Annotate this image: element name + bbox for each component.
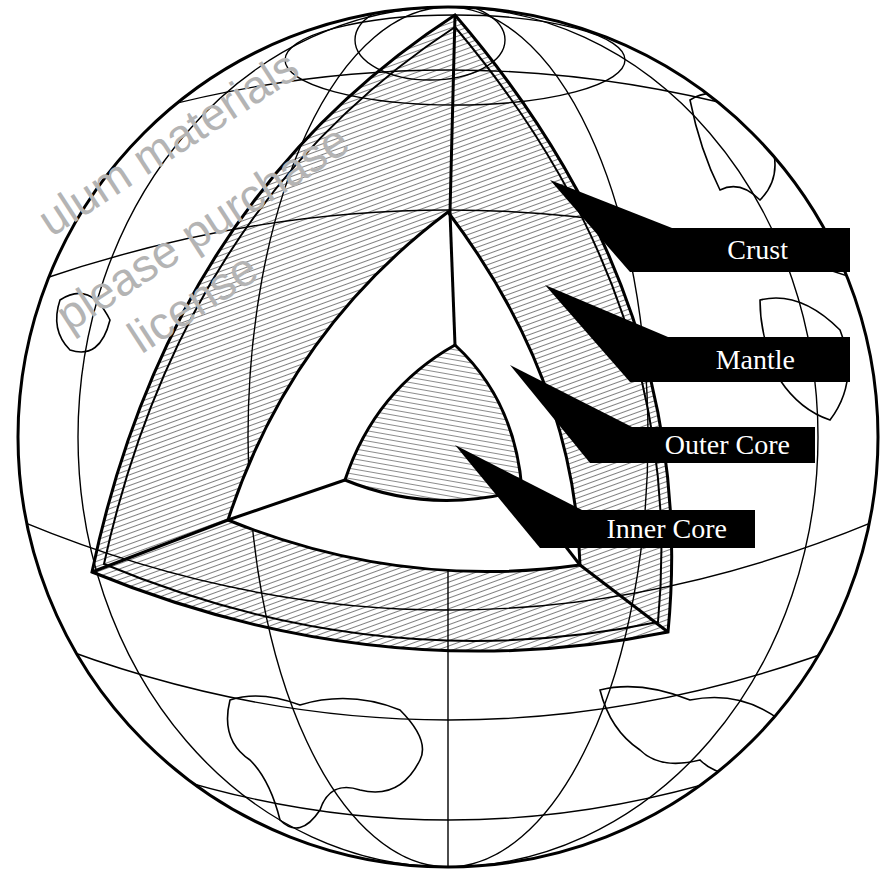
label-box: Outer Core — [590, 427, 815, 463]
layer-name: Outer Core — [665, 431, 790, 459]
label-box: Inner Core — [540, 510, 755, 548]
label-box: Mantle — [630, 337, 850, 382]
layer-name: Crust — [727, 236, 788, 264]
globe-grid — [18, 0, 878, 871]
label-box: Crust — [630, 228, 850, 272]
layer-name: Mantle — [716, 346, 795, 374]
layer-name: Inner Core — [606, 515, 727, 543]
